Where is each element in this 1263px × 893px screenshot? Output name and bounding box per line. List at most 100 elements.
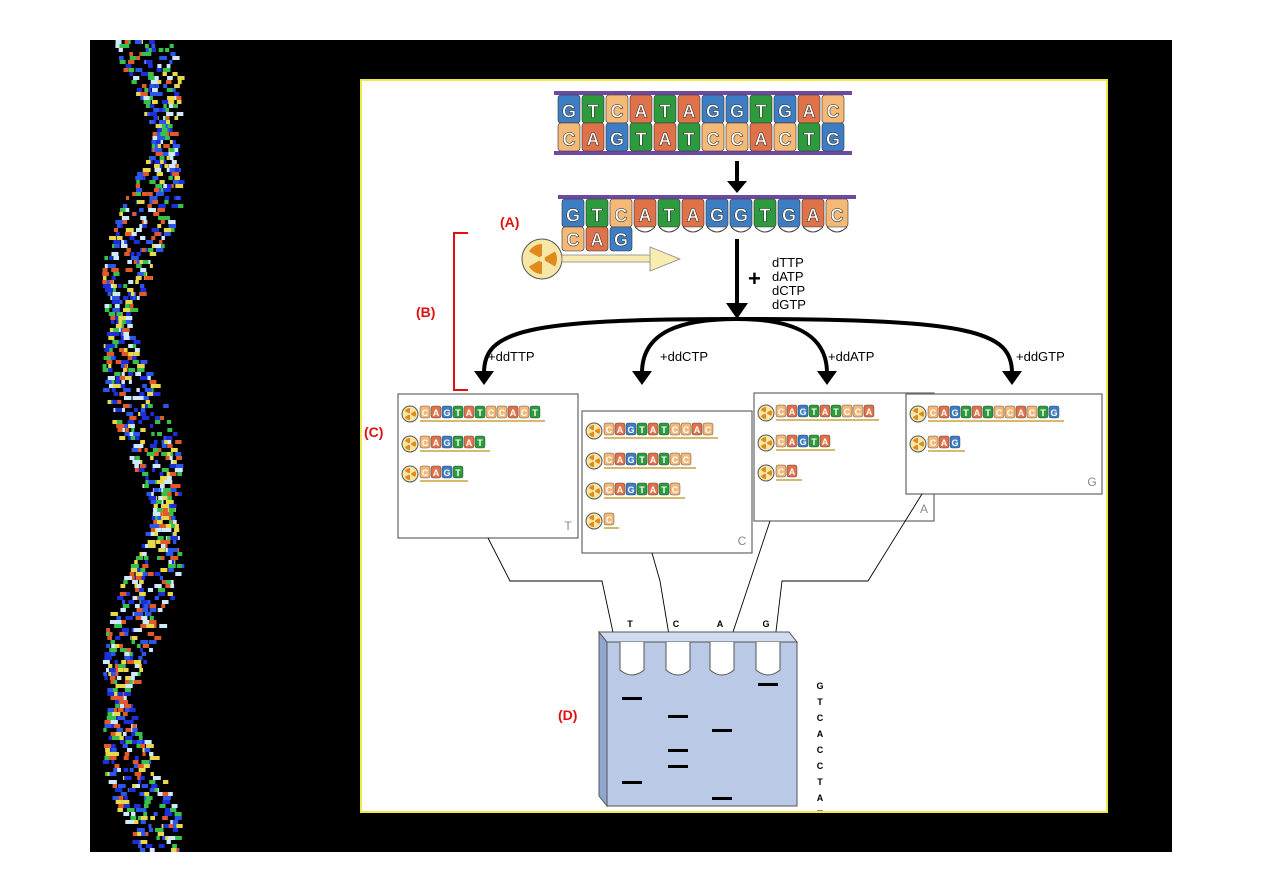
fragment-letter: A bbox=[694, 425, 701, 435]
nucleotide-A: A bbox=[681, 198, 705, 228]
gel-lane-label-C: C bbox=[673, 619, 680, 629]
nucleotide-A: A bbox=[629, 94, 653, 124]
radioactive-icon bbox=[585, 452, 603, 470]
fragment-letter: C bbox=[683, 425, 690, 435]
radioactive-icon bbox=[585, 512, 603, 530]
fragment-base-C: C bbox=[485, 405, 497, 419]
fragment-letter: C bbox=[422, 438, 429, 448]
nucleotide-letter: A bbox=[635, 101, 648, 121]
fragment-base-C: C bbox=[603, 452, 615, 466]
radioactive-icon bbox=[757, 434, 775, 452]
nucleotide-G: G bbox=[561, 198, 585, 228]
nucleotide-A: A bbox=[677, 94, 701, 124]
fragment-base-G: G bbox=[949, 405, 961, 419]
fragment-letter: T bbox=[477, 408, 483, 418]
fragment-letter: T bbox=[532, 408, 538, 418]
fragment-base-A: A bbox=[463, 405, 475, 419]
fragment-letter: A bbox=[433, 408, 440, 418]
nucleotide-letter: G bbox=[782, 205, 796, 225]
nucleotide-letter: G bbox=[562, 101, 576, 121]
fragment-base-G: G bbox=[625, 452, 637, 466]
nucleotide-T: T bbox=[657, 198, 681, 228]
label-c: (C) bbox=[364, 424, 383, 440]
fragment-letter: G bbox=[951, 438, 958, 448]
arrow-head bbox=[632, 371, 652, 385]
fragment-base-T: T bbox=[474, 405, 486, 419]
fragment-base-G: G bbox=[949, 435, 961, 449]
fragment-letter: C bbox=[1007, 408, 1014, 418]
reagent-dTTP: dTTP bbox=[772, 255, 804, 270]
nucleotide-C: C bbox=[609, 198, 633, 228]
radioactive-icon bbox=[909, 405, 927, 423]
lane-letter: T bbox=[564, 519, 572, 533]
fragment-letter: G bbox=[799, 437, 806, 447]
fragment-letter: A bbox=[433, 438, 440, 448]
fragment-letter: A bbox=[617, 485, 624, 495]
nucleotide-T: T bbox=[581, 94, 605, 124]
fragment-base-C: C bbox=[603, 512, 615, 526]
fragment-base-C: C bbox=[1004, 405, 1016, 419]
fragment-letter: A bbox=[617, 425, 624, 435]
fragment-letter: C bbox=[778, 407, 785, 417]
read-base-G: G bbox=[816, 681, 823, 691]
fragment-letter: C bbox=[422, 468, 429, 478]
split-arrow bbox=[640, 317, 738, 374]
fragment-base-C: C bbox=[669, 482, 681, 496]
fragment-base-A: A bbox=[938, 435, 950, 449]
nucleotide-letter: C bbox=[615, 205, 628, 225]
nucleotide-T: T bbox=[629, 122, 653, 152]
reaction-label-G: +ddGTP bbox=[1016, 349, 1065, 364]
radioactive-icon bbox=[401, 405, 419, 423]
nucleotide-letter: A bbox=[755, 129, 768, 149]
fragment-base-C: C bbox=[927, 405, 939, 419]
fragment-base-C: C bbox=[702, 422, 714, 436]
fragment-base-T: T bbox=[452, 405, 464, 419]
fragment-letter: A bbox=[822, 407, 829, 417]
nucleotide-G: G bbox=[701, 94, 725, 124]
fragment-letter: C bbox=[606, 425, 613, 435]
fragment-letter: C bbox=[521, 408, 528, 418]
fragment-base-T: T bbox=[636, 422, 648, 436]
nucleotide-G: G bbox=[773, 94, 797, 124]
nucleotide-T: T bbox=[753, 198, 777, 228]
fragment-base-A: A bbox=[691, 422, 703, 436]
fragment-base-G: G bbox=[797, 404, 809, 418]
gel-well-G bbox=[755, 642, 781, 676]
fragment-letter: T bbox=[811, 407, 817, 417]
fragment-letter: C bbox=[672, 425, 679, 435]
nucleotide-letter: C bbox=[779, 129, 792, 149]
read-base-C: C bbox=[817, 713, 824, 723]
fragment-letter: A bbox=[789, 437, 796, 447]
fragment-letter: A bbox=[650, 455, 657, 465]
backbone bbox=[554, 151, 852, 155]
fragment-letter: A bbox=[650, 485, 657, 495]
gel-band bbox=[712, 797, 732, 800]
fragment-letter: T bbox=[455, 438, 461, 448]
nucleotide-C: C bbox=[557, 122, 581, 152]
nucleotide-C: C bbox=[605, 94, 629, 124]
fragment-base-C: C bbox=[927, 435, 939, 449]
fragment-letter: T bbox=[661, 485, 667, 495]
fragment-base-G: G bbox=[441, 435, 453, 449]
fragment-base-T: T bbox=[452, 465, 464, 479]
nucleotide-letter: T bbox=[684, 129, 695, 149]
radioactive-icon bbox=[757, 404, 775, 422]
radioactive-icon bbox=[585, 482, 603, 500]
fragment-letter: G bbox=[443, 438, 450, 448]
nucleotide-letter: A bbox=[659, 129, 672, 149]
nucleotide-letter: T bbox=[804, 129, 815, 149]
gel-band bbox=[668, 749, 688, 752]
nucleotide-letter: C bbox=[707, 129, 720, 149]
fragment-letter: T bbox=[985, 408, 991, 418]
fragment-base-C: C bbox=[775, 434, 787, 448]
gel-band bbox=[622, 781, 642, 784]
fragment-letter: C bbox=[672, 485, 679, 495]
fragment-letter: C bbox=[778, 467, 785, 477]
fragment-base-T: T bbox=[658, 482, 670, 496]
nucleotide-letter: C bbox=[827, 101, 840, 121]
fragment-base-A: A bbox=[1015, 405, 1027, 419]
radioactive-icon bbox=[401, 435, 419, 453]
fragment-base-G: G bbox=[1048, 405, 1060, 419]
fragment-base-T: T bbox=[1037, 405, 1049, 419]
